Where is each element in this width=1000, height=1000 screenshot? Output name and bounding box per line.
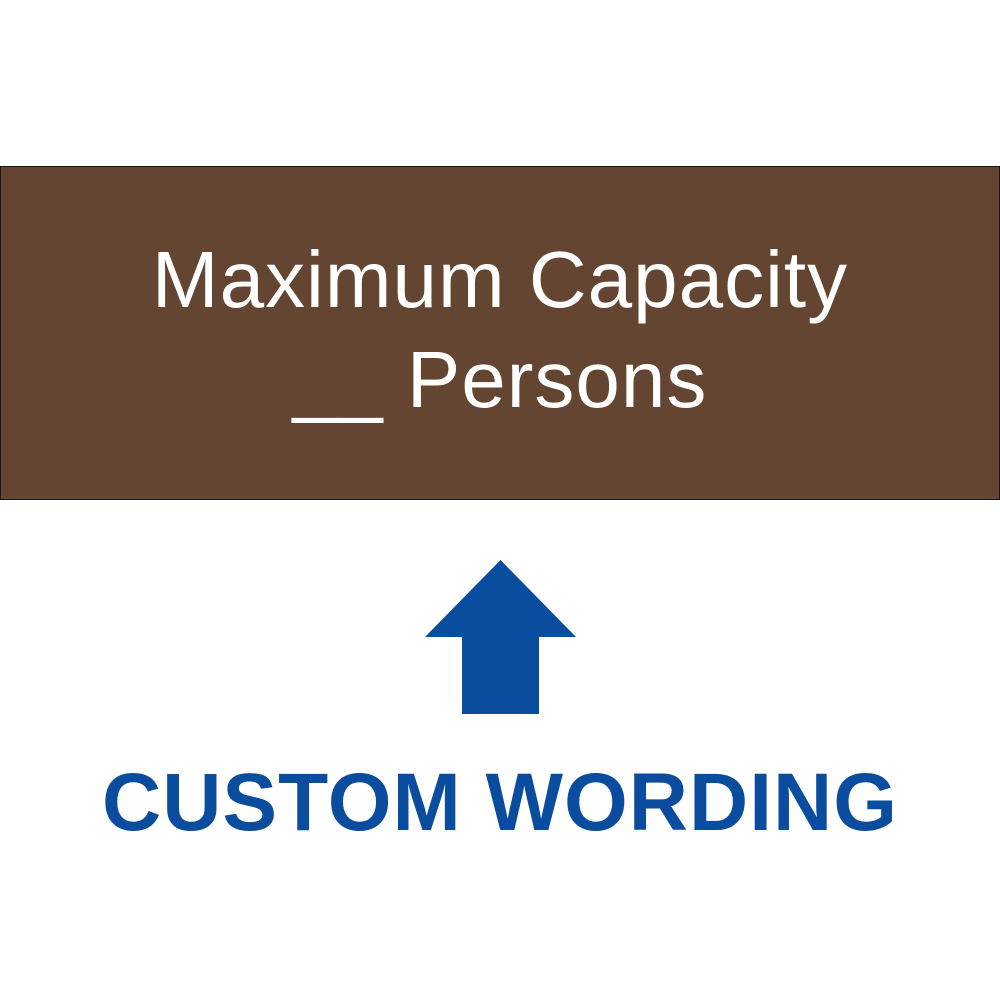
sign-text-line-2: __ Persons xyxy=(292,335,708,424)
sign-plate xyxy=(0,166,1000,500)
sign-text-line-1: Maximum Capacity xyxy=(151,235,849,324)
arrow-up-icon xyxy=(425,560,576,714)
custom-wording-caption: CUSTOM WORDING xyxy=(101,757,898,848)
